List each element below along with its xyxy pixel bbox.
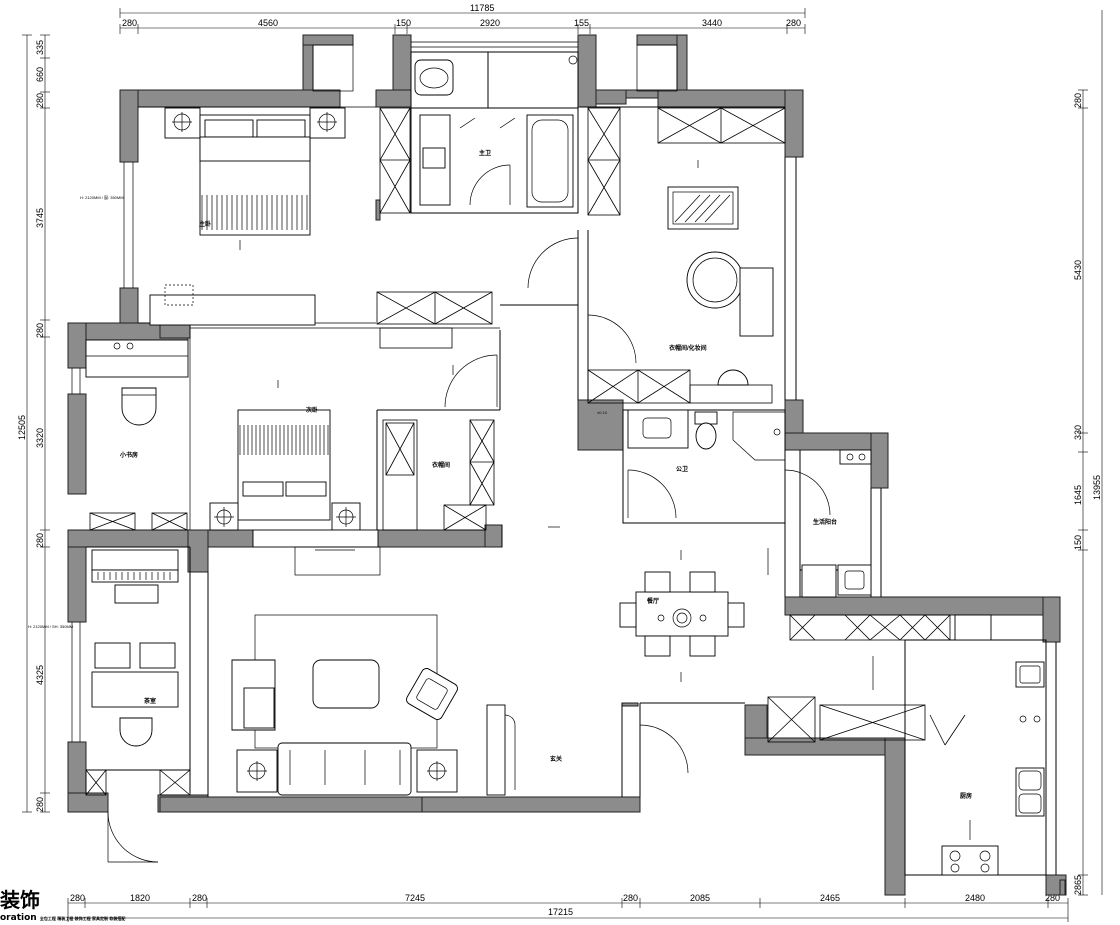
- dim-left-seg-2: 660: [35, 67, 45, 82]
- right-dimension-chain: 280 5430 330 1645 150 2865 13955: [1073, 10, 1103, 896]
- dim-left-seg-6: 3320: [35, 428, 45, 448]
- annotations: H: 2120MM / 窗: 350MM H: 2120MM / SH: 350…: [28, 194, 608, 629]
- label-walkin-closet: 衣帽间: [432, 461, 450, 469]
- master-bath-fixtures: [414, 55, 578, 208]
- dining-set: [619, 571, 745, 657]
- company-subtitle-services: 全包工程 精装工程 装饰工程 家具定制 软装搭配: [39, 916, 126, 921]
- company-subtitle-main: oration: [0, 913, 37, 923]
- label-master-bath: 主卫: [479, 149, 491, 157]
- dim-left-seg-7: 280: [35, 533, 45, 548]
- dim-bottom-seg-4: 7245: [405, 893, 425, 903]
- second-bedroom-furniture: [209, 409, 379, 548]
- dim-bottom-seg-2: 1820: [130, 893, 150, 903]
- dim-right-seg-6: 2865: [1073, 875, 1083, 895]
- dim-bottom-seg-5: 280: [623, 893, 638, 903]
- dim-right-seg-1: 280: [1073, 93, 1083, 108]
- label-laundry: 生活阳台: [813, 518, 837, 526]
- company-logo-text: 装饰: [0, 888, 40, 912]
- dim-left-seg-1: 335: [35, 40, 45, 55]
- dim-left-overall: 12505: [17, 415, 27, 440]
- bottom-dimension-chain: 280 1820 280 7245 280 2085 2465 2480 280…: [67, 893, 1069, 922]
- public-bath-fixtures: [627, 409, 786, 461]
- laundry-fixtures: [801, 449, 872, 598]
- label-public-bath: 公卫: [676, 466, 688, 473]
- dim-bottom-seg-8: 2480: [965, 893, 985, 903]
- company-subtitle: oration 全包工程 精装工程 装饰工程 家具定制 软装搭配: [0, 913, 125, 923]
- dim-right-overall: 13955: [1092, 475, 1102, 500]
- label-master-bedroom: 主卧: [199, 220, 211, 228]
- study-furniture: [85, 339, 189, 426]
- left-dimension-chain: 12505 335 660 280 3745 280 3320 280 4325…: [17, 34, 50, 813]
- dim-left-seg-9: 280: [35, 797, 45, 812]
- dim-top-seg-1: 280: [122, 18, 137, 28]
- dim-left-seg-3: 280: [35, 93, 45, 108]
- dim-left-seg-4: 3745: [35, 208, 45, 228]
- room-labels: 主卧 主卫 衣帽间/化妆间 小书房 次卧 衣帽间 茶室 公卫 生活阳台 餐厅 厨…: [119, 149, 972, 800]
- dim-bottom-seg-1: 280: [70, 893, 85, 903]
- master-bedroom-furniture: [149, 107, 346, 326]
- label-tea-room: 茶室: [143, 697, 156, 705]
- top-dimension-chain: 11785 280 4560 150 2920 155 3440 280: [119, 3, 806, 34]
- dim-bottom-seg-3: 280: [192, 893, 207, 903]
- label-second-bedroom: 次卧: [306, 406, 318, 414]
- dim-left-seg-5: 280: [35, 323, 45, 338]
- dim-bottom-seg-9: 280: [1045, 893, 1060, 903]
- label-dining: 餐厅: [646, 597, 659, 605]
- dim-bottom-overall: 17215: [548, 907, 573, 917]
- dim-top-overall: 11785: [470, 3, 494, 13]
- dim-right-seg-4: 1645: [1073, 485, 1083, 505]
- dim-left-seg-8: 4325: [35, 665, 45, 685]
- dim-right-seg-3: 330: [1073, 425, 1083, 440]
- living-room-furniture: [231, 546, 516, 796]
- dim-bottom-seg-7: 2465: [820, 893, 840, 903]
- dim-right-seg-2: 5430: [1073, 260, 1083, 280]
- cloakroom-furniture: [667, 186, 774, 386]
- dim-top-seg-6: 3440: [702, 18, 722, 28]
- dim-bottom-seg-6: 2085: [690, 893, 710, 903]
- window-spec-note-2: H: 2120MM / SH: 350MM: [28, 624, 73, 629]
- dim-top-seg-4: 2920: [480, 18, 500, 28]
- label-study: 小书房: [119, 451, 138, 459]
- doors: [107, 164, 831, 863]
- bed-stripes: [201, 195, 308, 230]
- interior-dim-ticks: [239, 160, 971, 840]
- dim-top-seg-7: 280: [786, 18, 801, 28]
- kitchen-fixtures: [941, 614, 1045, 876]
- dim-top-seg-2: 4560: [258, 18, 278, 28]
- dim-right-seg-5: 150: [1073, 535, 1083, 550]
- dim-top-seg-3: 150: [396, 18, 411, 28]
- tea-room-furniture: [91, 549, 179, 747]
- label-kitchen: 厨房: [960, 792, 972, 800]
- level-mark: ±0.10: [597, 410, 608, 415]
- label-entrance: 玄关: [550, 755, 562, 763]
- dim-top-seg-5: 155: [574, 18, 589, 28]
- window-spec-note-1: H: 2120MM / 窗: 350MM: [80, 194, 124, 200]
- label-cloakroom: 衣帽间/化妆间: [669, 344, 707, 352]
